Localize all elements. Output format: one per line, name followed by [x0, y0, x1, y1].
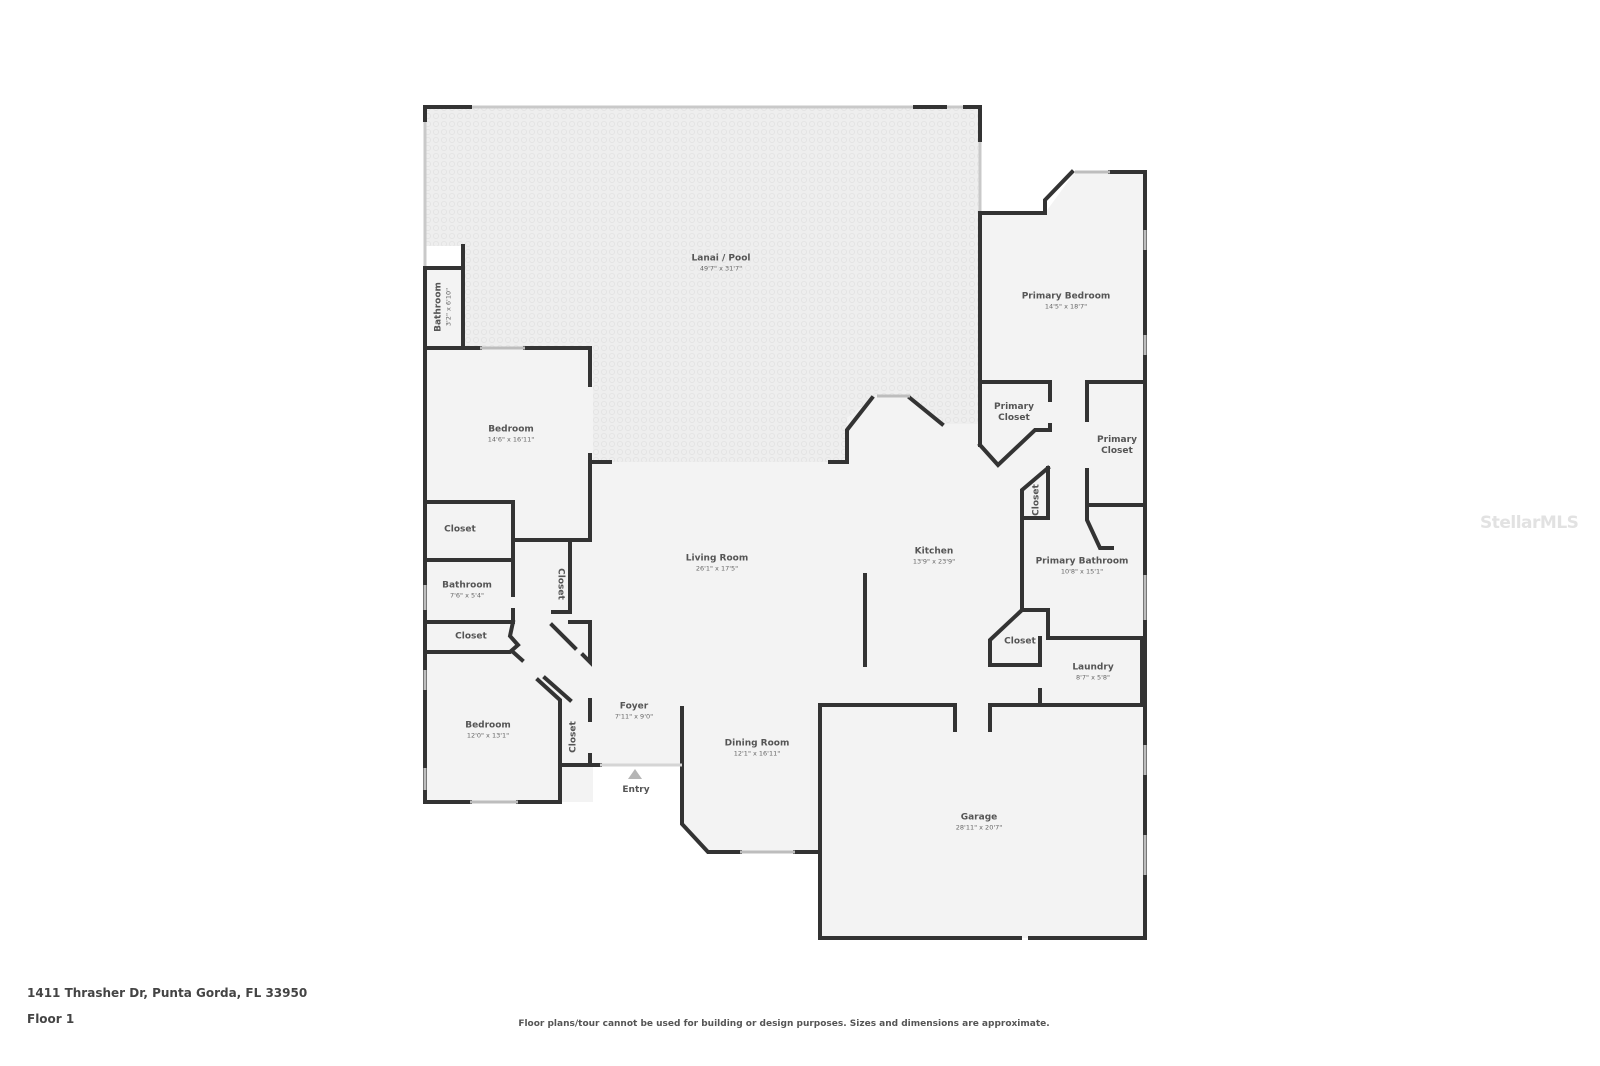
- room-primary-closet-2: Primary Closet: [1097, 435, 1137, 458]
- property-address: 1411 Thrasher Dr, Punta Gorda, FL 33950: [27, 986, 308, 1000]
- room-primary-bathroom: Primary Bathroom 10'8" x 15'1": [1036, 556, 1129, 575]
- room-dimensions: 7'6" x 5'4": [449, 591, 485, 600]
- room-closet-2: Closet: [455, 631, 487, 642]
- entry-arrow-icon: [628, 769, 642, 779]
- room-garage: Garage 28'11" x 20'7": [956, 812, 1002, 831]
- room-name: Closet: [455, 631, 487, 642]
- room-name-line1: Primary: [994, 401, 1034, 412]
- room-name: Kitchen: [914, 546, 954, 557]
- room-name: Bathroom: [442, 580, 492, 591]
- windows: [423, 170, 1147, 875]
- disclaimer-text: Floor plans/tour cannot be used for buil…: [518, 1019, 1050, 1029]
- lanai-bathroom-floor: [425, 268, 463, 348]
- room-bedroom-2: Bedroom 12'0" x 13'1": [465, 720, 511, 739]
- room-closet-1: Closet: [444, 524, 476, 535]
- room-dimensions: 8'7" x 5'8": [1075, 673, 1111, 682]
- room-dining-room: Dining Room 12'1" x 16'11": [725, 738, 790, 757]
- room-dimensions: 14'6" x 16'11": [487, 435, 535, 444]
- room-closet-hall: Closet: [554, 568, 566, 600]
- room-dimensions: 14'5" x 18'7": [1044, 302, 1088, 311]
- room-name: Closet: [1031, 484, 1042, 516]
- room-name: Bedroom: [465, 720, 511, 731]
- walls: [423, 105, 1147, 940]
- room-dimensions: 49'7" x 31'7": [699, 264, 743, 273]
- lanai-floor: [425, 107, 980, 462]
- room-primary-closet-1: Primary Closet: [994, 402, 1034, 425]
- room-name: Closet: [444, 524, 476, 535]
- stellarmls-watermark: StellarMLS: [1480, 513, 1579, 533]
- room-dimensions: 3'2" x 6'10": [444, 287, 453, 327]
- floor-fills: [425, 107, 1145, 938]
- room-name: Primary Bathroom: [1035, 556, 1129, 567]
- room-name: Primary Bedroom: [1021, 291, 1111, 302]
- room-bedroom-1: Bedroom 14'6" x 16'11": [488, 424, 534, 443]
- room-dimensions: 13'9" x 23'9": [912, 557, 956, 566]
- room-closet-kitchen: Closet: [1031, 484, 1042, 516]
- room-dimensions: 7'11" x 9'0": [614, 712, 654, 721]
- room-name-line2: Closet: [1101, 446, 1133, 456]
- room-name: Laundry: [1072, 662, 1114, 673]
- room-dimensions: 12'0" x 13'1": [466, 731, 510, 740]
- room-laundry: Laundry 8'7" x 5'8": [1072, 662, 1113, 681]
- room-dimensions: 12'1" x 16'11": [733, 749, 781, 758]
- room-closet-laundry: Closet: [1004, 636, 1036, 647]
- room-name: Dining Room: [724, 738, 790, 749]
- room-dimensions: 28'11" x 20'7": [955, 823, 1003, 832]
- room-name: Bedroom: [488, 424, 534, 435]
- floor-label: Floor 1: [27, 1012, 75, 1026]
- room-name: Bathroom: [433, 282, 444, 332]
- room-name: Living Room: [685, 553, 749, 564]
- room-name-line2: Closet: [998, 413, 1030, 423]
- room-name: Lanai / Pool: [691, 253, 751, 264]
- room-bathroom-hall: Bathroom 7'6" x 5'4": [442, 580, 492, 599]
- room-primary-bedroom: Primary Bedroom 14'5" x 18'7": [1022, 291, 1111, 310]
- room-name: Foyer: [619, 701, 649, 712]
- room-dimensions: 10'8" x 15'1": [1060, 567, 1104, 576]
- room-dimensions: 26'1" x 17'5": [695, 564, 739, 573]
- room-name: Garage: [960, 812, 998, 823]
- house-floor: [425, 172, 1145, 938]
- room-name: Closet: [555, 568, 566, 600]
- room-closet-bed2: Closet: [568, 721, 579, 753]
- room-name-line1: Primary: [1097, 434, 1137, 445]
- room-name: Closet: [568, 721, 579, 753]
- room-foyer: Foyer 7'11" x 9'0": [615, 701, 653, 720]
- room-kitchen: Kitchen 13'9" x 23'9": [913, 546, 955, 565]
- room-bathroom-lanai: Bathroom 3'2" x 6'10": [433, 282, 452, 332]
- room-name: Closet: [1004, 636, 1036, 647]
- room-living-room: Living Room 26'1" x 17'5": [686, 553, 748, 572]
- entry-label: Entry: [622, 785, 650, 795]
- room-lanai: Lanai / Pool 49'7" x 31'7": [692, 253, 751, 272]
